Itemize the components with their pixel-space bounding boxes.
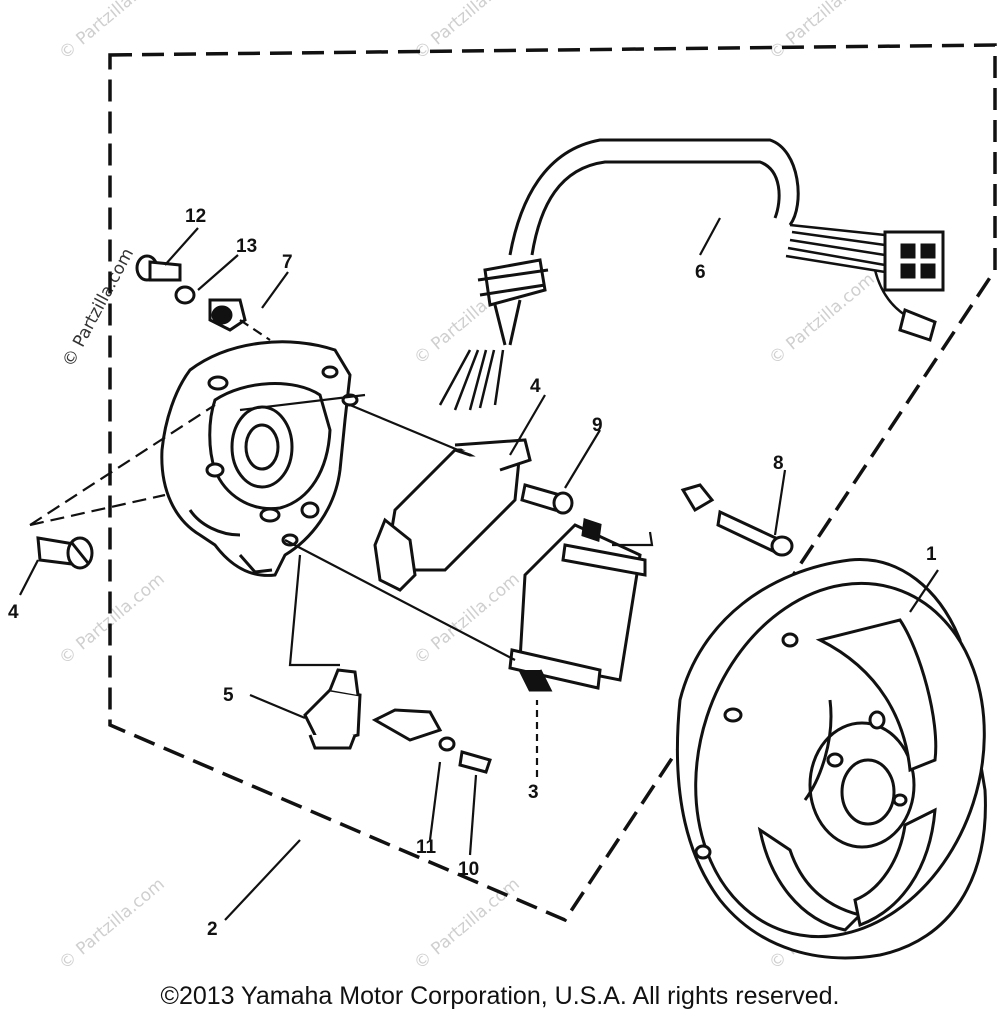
leader-2 <box>224 839 301 921</box>
callout-3: 3 <box>528 782 539 803</box>
callout-5: 5 <box>223 685 234 706</box>
leader-10 <box>468 774 478 856</box>
callout-4-screw: 4 <box>8 602 19 623</box>
callout-9: 9 <box>592 415 603 436</box>
pulser-coil <box>373 438 532 592</box>
watermark-text: © Partzilla.com <box>59 245 138 370</box>
callout-2: 2 <box>207 919 218 940</box>
watermark-text: © Partzilla.com <box>765 269 878 369</box>
leader-4-pulser <box>509 394 546 456</box>
callout-1: 1 <box>926 544 937 565</box>
watermark-text: © Partzilla.com <box>410 874 523 974</box>
callout-8: 8 <box>773 453 784 474</box>
leader-1 <box>909 569 939 613</box>
assembly-dashed-boundary <box>108 43 997 923</box>
watermark-text: © Partzilla.com <box>765 0 878 64</box>
leader-11 <box>428 761 442 841</box>
leader-5 <box>249 693 306 720</box>
stator-base-plate <box>160 340 359 577</box>
callout-13: 13 <box>236 236 257 257</box>
condenser <box>303 668 492 774</box>
leader-4-screw <box>19 559 39 596</box>
flywheel-rotor <box>675 558 987 960</box>
watermark-text: © Partzilla.com <box>55 874 168 974</box>
copyright-notice: ©2013 Yamaha Motor Corporation, U.S.A. A… <box>160 982 840 1010</box>
callout-12: 12 <box>185 206 206 227</box>
charge-coil <box>508 518 647 692</box>
callout-4-pulser: 4 <box>530 376 541 397</box>
callout-11: 11 <box>416 837 437 858</box>
callout-10: 10 <box>458 859 479 880</box>
leader-6 <box>699 217 721 256</box>
callout-6: 6 <box>695 262 706 283</box>
wiring-harness <box>438 138 945 411</box>
watermark-text: © Partzilla.com <box>410 569 523 669</box>
fasteners <box>36 254 794 570</box>
watermark-text: © Partzilla.com <box>55 569 168 669</box>
callout-numbers: 1 2 3 4 4 5 6 7 8 9 10 11 12 13 <box>8 206 937 940</box>
leader-8 <box>773 469 787 536</box>
leader-9 <box>564 429 601 489</box>
watermark-text: © Partzilla.com <box>410 0 523 64</box>
leader-13 <box>197 254 239 291</box>
leader-lines <box>19 217 939 921</box>
leader-12 <box>164 227 199 266</box>
callout-7: 7 <box>282 252 293 273</box>
leader-7 <box>261 271 289 309</box>
